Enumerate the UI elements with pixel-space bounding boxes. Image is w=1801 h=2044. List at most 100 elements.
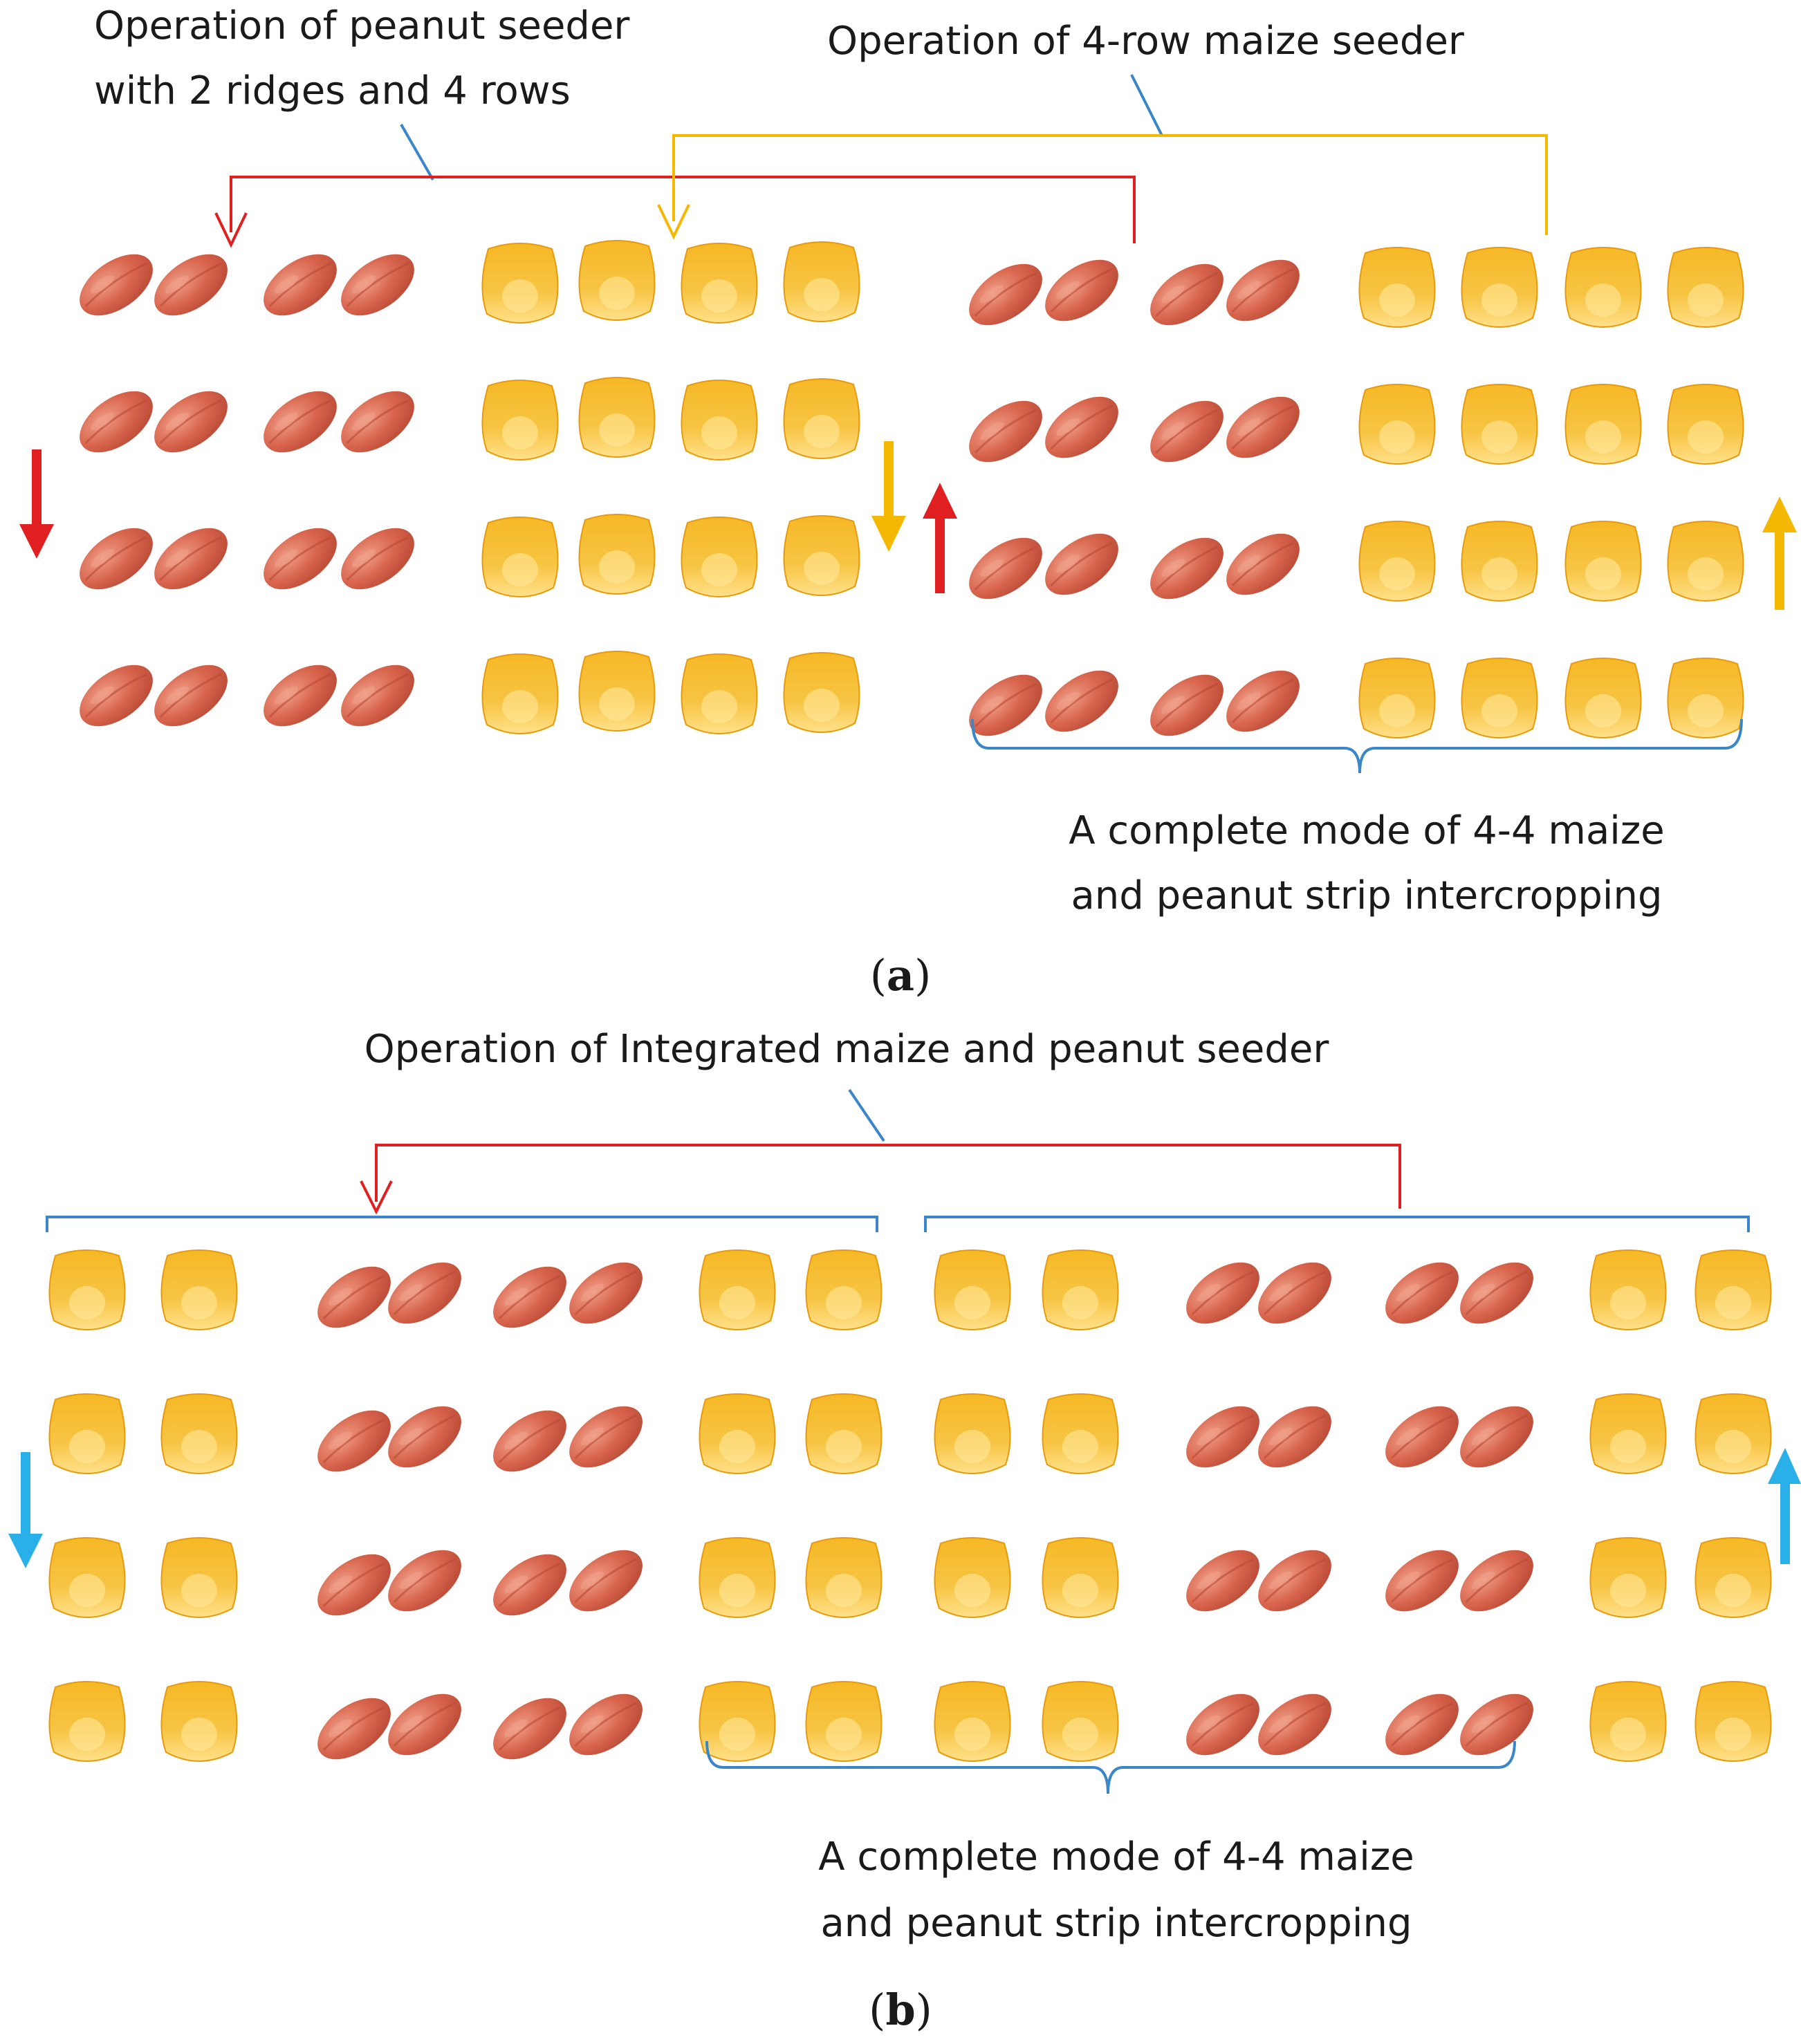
peanut-kernel-icon (1460, 1262, 1533, 1324)
peanut-kernel-icon (80, 665, 153, 727)
peanut-kernel-icon (1150, 263, 1223, 326)
maize-kernel-icon (681, 380, 758, 461)
arrow-down-yellow (871, 441, 906, 552)
maize-kernel-icon (48, 1537, 126, 1618)
peanut-kernel-icon (1460, 1693, 1533, 1756)
peanut-kernel-icon (317, 1554, 391, 1616)
maize-kernel-icon (1461, 247, 1538, 328)
maize-kernel-icon (1694, 1249, 1772, 1330)
peanut-kernel-icon (1460, 1406, 1533, 1468)
maize-kernel-icon (578, 514, 656, 595)
mode-bracket-b (705, 1740, 1516, 1794)
peanut-kernel-icon (1150, 537, 1223, 600)
peanut-kernel-icon (1150, 674, 1223, 736)
peanut-kernel-icon (1186, 1406, 1259, 1468)
mode-bracket-a (971, 718, 1743, 774)
maize-kernel-icon (48, 1249, 126, 1330)
peanut-kernel-icon (1258, 1406, 1331, 1468)
maize-kernel-icon (481, 243, 559, 324)
maize-seeder-connector (657, 74, 1548, 240)
maize-kernel-icon (1042, 1249, 1119, 1330)
peanut-kernel-icon (80, 254, 153, 316)
peanut-kernel-icon (493, 1554, 566, 1616)
maize-kernel-icon (1667, 521, 1744, 602)
peanut-kernel-icon (317, 1698, 391, 1760)
mode-label-b-line1: A complete mode of 4-4 maize (818, 1834, 1414, 1879)
maize-kernel-icon (481, 653, 559, 734)
integrated-seeder-connector (360, 1088, 1401, 1215)
maize-kernel-icon (1461, 521, 1538, 602)
maize-kernel-icon (699, 1681, 776, 1762)
peanut-kernel-icon (154, 391, 228, 453)
maize-kernel-icon (681, 243, 758, 324)
maize-kernel-icon (1042, 1681, 1119, 1762)
peanut-kernel-icon (80, 391, 153, 453)
maize-kernel-icon (1042, 1537, 1119, 1618)
peanut-kernel-icon (154, 528, 228, 590)
peanut-kernel-icon (341, 665, 414, 727)
peanut-kernel-icon (1258, 1693, 1331, 1756)
maize-kernel-icon (578, 377, 656, 458)
maize-kernel-icon (160, 1249, 238, 1330)
maize-kernel-icon (805, 1681, 883, 1762)
peanut-kernel-icon (264, 254, 337, 316)
peanut-kernel-icon (969, 674, 1042, 736)
arrow-up-blue (1768, 1448, 1801, 1564)
maize-kernel-icon (160, 1681, 238, 1762)
panel-label-a: (a) (870, 950, 932, 1001)
peanut-seeder-label-line2: with 2 ridges and 4 rows (94, 68, 571, 113)
maize-kernel-icon (1589, 1537, 1667, 1618)
maize-kernel-icon (1042, 1393, 1119, 1474)
maize-kernel-icon (481, 517, 559, 597)
peanut-kernel-icon (388, 1693, 461, 1756)
seed-grid-a-left (80, 240, 860, 734)
maize-kernel-icon (1667, 247, 1744, 328)
maize-kernel-icon (481, 380, 559, 461)
peanut-seeder-connector (214, 124, 1136, 248)
peanut-kernel-icon (1385, 1262, 1459, 1324)
maize-kernel-icon (1461, 384, 1538, 465)
peanut-kernel-icon (1045, 259, 1118, 322)
maize-kernel-icon (681, 653, 758, 734)
peanut-kernel-icon (1226, 259, 1300, 322)
maize-kernel-icon (934, 1681, 1011, 1762)
peanut-kernel-icon (341, 391, 414, 453)
maize-kernel-icon (783, 378, 860, 459)
peanut-kernel-icon (1385, 1550, 1459, 1612)
maize-kernel-icon (48, 1681, 126, 1762)
peanut-kernel-icon (569, 1262, 643, 1324)
group-bracket-b-left (46, 1216, 878, 1232)
arrow-up-yellow (1762, 496, 1797, 610)
peanut-kernel-icon (969, 263, 1042, 326)
maize-kernel-icon (1589, 1249, 1667, 1330)
maize-kernel-icon (1564, 521, 1642, 602)
mode-label-a-line1: A complete mode of 4-4 maize (1069, 808, 1664, 853)
peanut-kernel-icon (1226, 533, 1300, 595)
peanut-kernel-icon (969, 537, 1042, 600)
peanut-kernel-icon (264, 528, 337, 590)
maize-kernel-icon (699, 1537, 776, 1618)
maize-kernel-icon (160, 1537, 238, 1618)
maize-kernel-icon (1589, 1681, 1667, 1762)
maize-kernel-icon (1564, 247, 1642, 328)
panel-label-b: (b) (869, 1985, 932, 2035)
maize-kernel-icon (783, 515, 860, 596)
peanut-kernel-icon (264, 391, 337, 453)
peanut-kernel-icon (341, 254, 414, 316)
peanut-kernel-icon (317, 1410, 391, 1472)
group-bracket-b-right (924, 1216, 1750, 1232)
maize-kernel-icon (1694, 1537, 1772, 1618)
peanut-kernel-icon (1385, 1406, 1459, 1468)
maize-kernel-icon (783, 241, 860, 322)
seed-grid-a-right (969, 247, 1744, 738)
maize-kernel-icon (1589, 1393, 1667, 1474)
maize-kernel-icon (578, 240, 656, 321)
maize-kernel-icon (805, 1537, 883, 1618)
peanut-kernel-icon (569, 1406, 643, 1468)
peanut-kernel-icon (154, 254, 228, 316)
maize-kernel-icon (699, 1249, 776, 1330)
maize-kernel-icon (1358, 521, 1436, 602)
peanut-kernel-icon (1186, 1693, 1259, 1756)
panel-a: Operation of peanut seeder with 2 ridges… (19, 3, 1797, 1001)
maize-kernel-icon (1461, 658, 1538, 738)
